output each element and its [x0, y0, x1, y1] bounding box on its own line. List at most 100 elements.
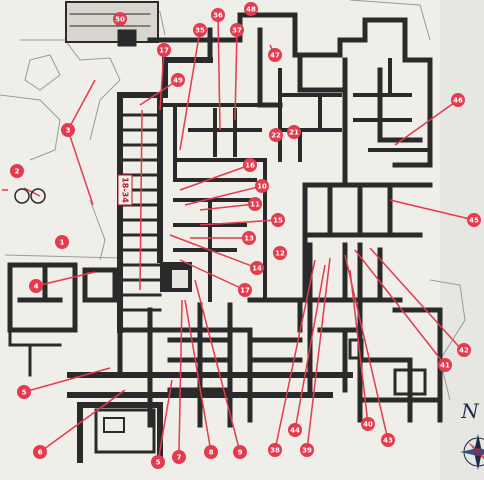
marker-dot — [193, 23, 207, 37]
marker-label: 15 — [273, 217, 283, 225]
location-marker-15: 15 — [271, 213, 285, 227]
marker-dot — [61, 123, 75, 137]
marker-label: 5 — [156, 459, 161, 467]
marker-dot — [451, 93, 465, 107]
marker-label: 2 — [15, 168, 20, 176]
location-marker-46: 46 — [451, 93, 465, 107]
marker-dot — [255, 179, 269, 193]
marker-dot — [233, 445, 247, 459]
marker-label: 4 — [34, 283, 39, 291]
marker-dot — [273, 246, 287, 260]
marker-dot — [157, 43, 171, 57]
location-marker-4: 4 — [29, 279, 43, 293]
marker-dot — [172, 450, 186, 464]
location-marker-5: 5 — [17, 385, 31, 399]
marker-label: 6 — [38, 449, 43, 457]
marker-label: 17 — [240, 287, 250, 295]
location-marker-2: 2 — [10, 164, 24, 178]
marker-dot — [10, 164, 24, 178]
location-marker-16: 16 — [243, 158, 257, 172]
room-label: 18-34 — [121, 177, 130, 203]
location-marker-3: 3 — [61, 123, 75, 137]
location-marker-13: 13 — [242, 231, 256, 245]
marker-dot — [151, 455, 165, 469]
marker-dot — [248, 197, 262, 211]
location-marker-47: 47 — [268, 48, 282, 62]
location-marker-5: 5 — [151, 455, 165, 469]
marker-label: 39 — [302, 447, 312, 455]
marker-label: 35 — [195, 27, 205, 35]
marker-dot — [361, 417, 375, 431]
marker-label: 40 — [363, 421, 373, 429]
marker-label: 8 — [209, 449, 214, 457]
location-marker-7: 7 — [172, 450, 186, 464]
location-marker-44: 44 — [288, 423, 302, 437]
location-marker-8: 8 — [204, 445, 218, 459]
marker-label: 22 — [271, 132, 281, 140]
marker-label: 5 — [22, 389, 27, 397]
location-marker-22: 22 — [269, 128, 283, 142]
marker-dot — [33, 445, 47, 459]
marker-dot — [17, 385, 31, 399]
marker-dot — [171, 73, 185, 87]
marker-dot — [113, 12, 127, 26]
marker-dot — [230, 23, 244, 37]
marker-label: 17 — [159, 47, 169, 55]
location-marker-42: 42 — [457, 343, 471, 357]
marker-label: 48 — [246, 6, 256, 14]
marker-label: 11 — [250, 201, 260, 209]
compass-rose — [460, 434, 484, 470]
marker-label: 47 — [270, 52, 280, 60]
location-marker-11: 11 — [248, 197, 262, 211]
paper-edge — [440, 0, 484, 480]
marker-label: 37 — [232, 27, 242, 35]
location-marker-1: 1 — [55, 235, 69, 249]
marker-dot — [381, 433, 395, 447]
leader-lines — [2, 14, 475, 463]
marker-dot — [211, 8, 225, 22]
marker-dot — [238, 283, 252, 297]
location-marker-39: 39 — [300, 443, 314, 457]
marker-label: 41 — [440, 362, 450, 370]
marker-dot — [457, 343, 471, 357]
marker-label: 10 — [257, 183, 267, 191]
marker-label: 42 — [459, 347, 469, 355]
location-marker-12: 12 — [273, 246, 287, 260]
marker-label: 36 — [213, 12, 223, 20]
marker-label: 43 — [383, 437, 393, 445]
location-marker-17: 17 — [157, 43, 171, 57]
marker-label: 46 — [453, 97, 463, 105]
location-marker-40: 40 — [361, 417, 375, 431]
marker-2-rings — [14, 188, 46, 204]
marker-dot — [243, 158, 257, 172]
marker-label: 50 — [115, 16, 125, 24]
marker-dot — [242, 231, 256, 245]
marker-dot — [287, 125, 301, 139]
marker-label: 38 — [270, 447, 280, 455]
marker-dot — [271, 213, 285, 227]
location-marker-21: 21 — [287, 125, 301, 139]
marker-label: 49 — [173, 77, 183, 85]
room-label-box — [117, 174, 133, 206]
marker-label: 3 — [66, 127, 71, 135]
marker-label: 1 — [60, 239, 65, 247]
compass-letter: N — [460, 399, 480, 423]
marker-label: 12 — [275, 250, 285, 258]
location-marker-9: 9 — [233, 445, 247, 459]
location-marker-10: 10 — [255, 179, 269, 193]
marker-dot — [204, 445, 218, 459]
location-marker-14: 14 — [250, 261, 264, 275]
marker-dot — [269, 128, 283, 142]
location-marker-6: 6 — [33, 445, 47, 459]
location-marker-48: 48 — [244, 2, 258, 16]
marker-dot — [288, 423, 302, 437]
marker-label: 14 — [252, 265, 262, 273]
marker-dot — [55, 235, 69, 249]
location-marker-35: 35 — [193, 23, 207, 37]
location-marker-41: 41 — [438, 358, 452, 372]
marker-label: 9 — [238, 449, 243, 457]
marker-dot — [438, 358, 452, 372]
marker-label: 44 — [290, 427, 300, 435]
